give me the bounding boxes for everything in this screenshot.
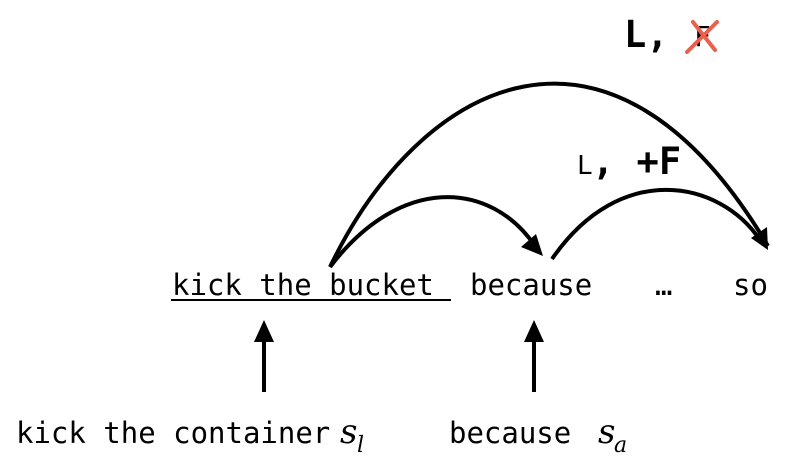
alternative-substitution: because <box>449 416 571 450</box>
top-arc-label: L, <box>624 13 669 56</box>
mid-arc-left <box>328 195 537 269</box>
mid-arc-right <box>550 187 762 261</box>
alternative-var: s <box>598 412 615 452</box>
idiom-word: kick the bucket <box>172 268 434 302</box>
top-arc <box>328 81 770 268</box>
mid-arc-label-small: L <box>577 151 593 181</box>
literal-var: s <box>340 412 357 452</box>
mid-arc-label: , +F <box>592 140 681 183</box>
because-word: because <box>470 268 592 302</box>
ellipsis: … <box>655 268 672 302</box>
cross-stroke-1 <box>685 20 719 54</box>
alternative-subscript: a <box>614 433 627 458</box>
literal-arrow-head <box>254 320 274 342</box>
so-word: so <box>733 268 768 302</box>
alternative-arrow-head <box>524 320 544 342</box>
cross-stroke-2 <box>691 20 717 52</box>
mid-arc-left-arrowhead <box>521 234 543 256</box>
literal-subscript: l <box>357 433 364 458</box>
literal-substitution: kick the container <box>16 416 330 450</box>
